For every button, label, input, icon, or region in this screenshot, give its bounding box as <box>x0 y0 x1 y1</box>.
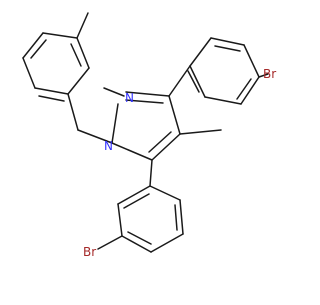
atom-label-nitrogen-1: N <box>104 139 113 153</box>
methylbenzyl-group <box>22 12 113 144</box>
pyrazole-ring <box>103 87 181 161</box>
bromophenyl-ring-top <box>168 37 269 135</box>
atom-label-bromine-bottom: Br <box>83 245 96 259</box>
structure-canvas: N N Br Br <box>22 12 276 259</box>
bromophenyl-ring-bottom <box>97 159 184 253</box>
atom-label-bromine-top: Br <box>263 67 276 81</box>
atom-label-nitrogen-2: N <box>125 91 134 105</box>
molecule-structure: N N Br Br <box>22 12 276 259</box>
